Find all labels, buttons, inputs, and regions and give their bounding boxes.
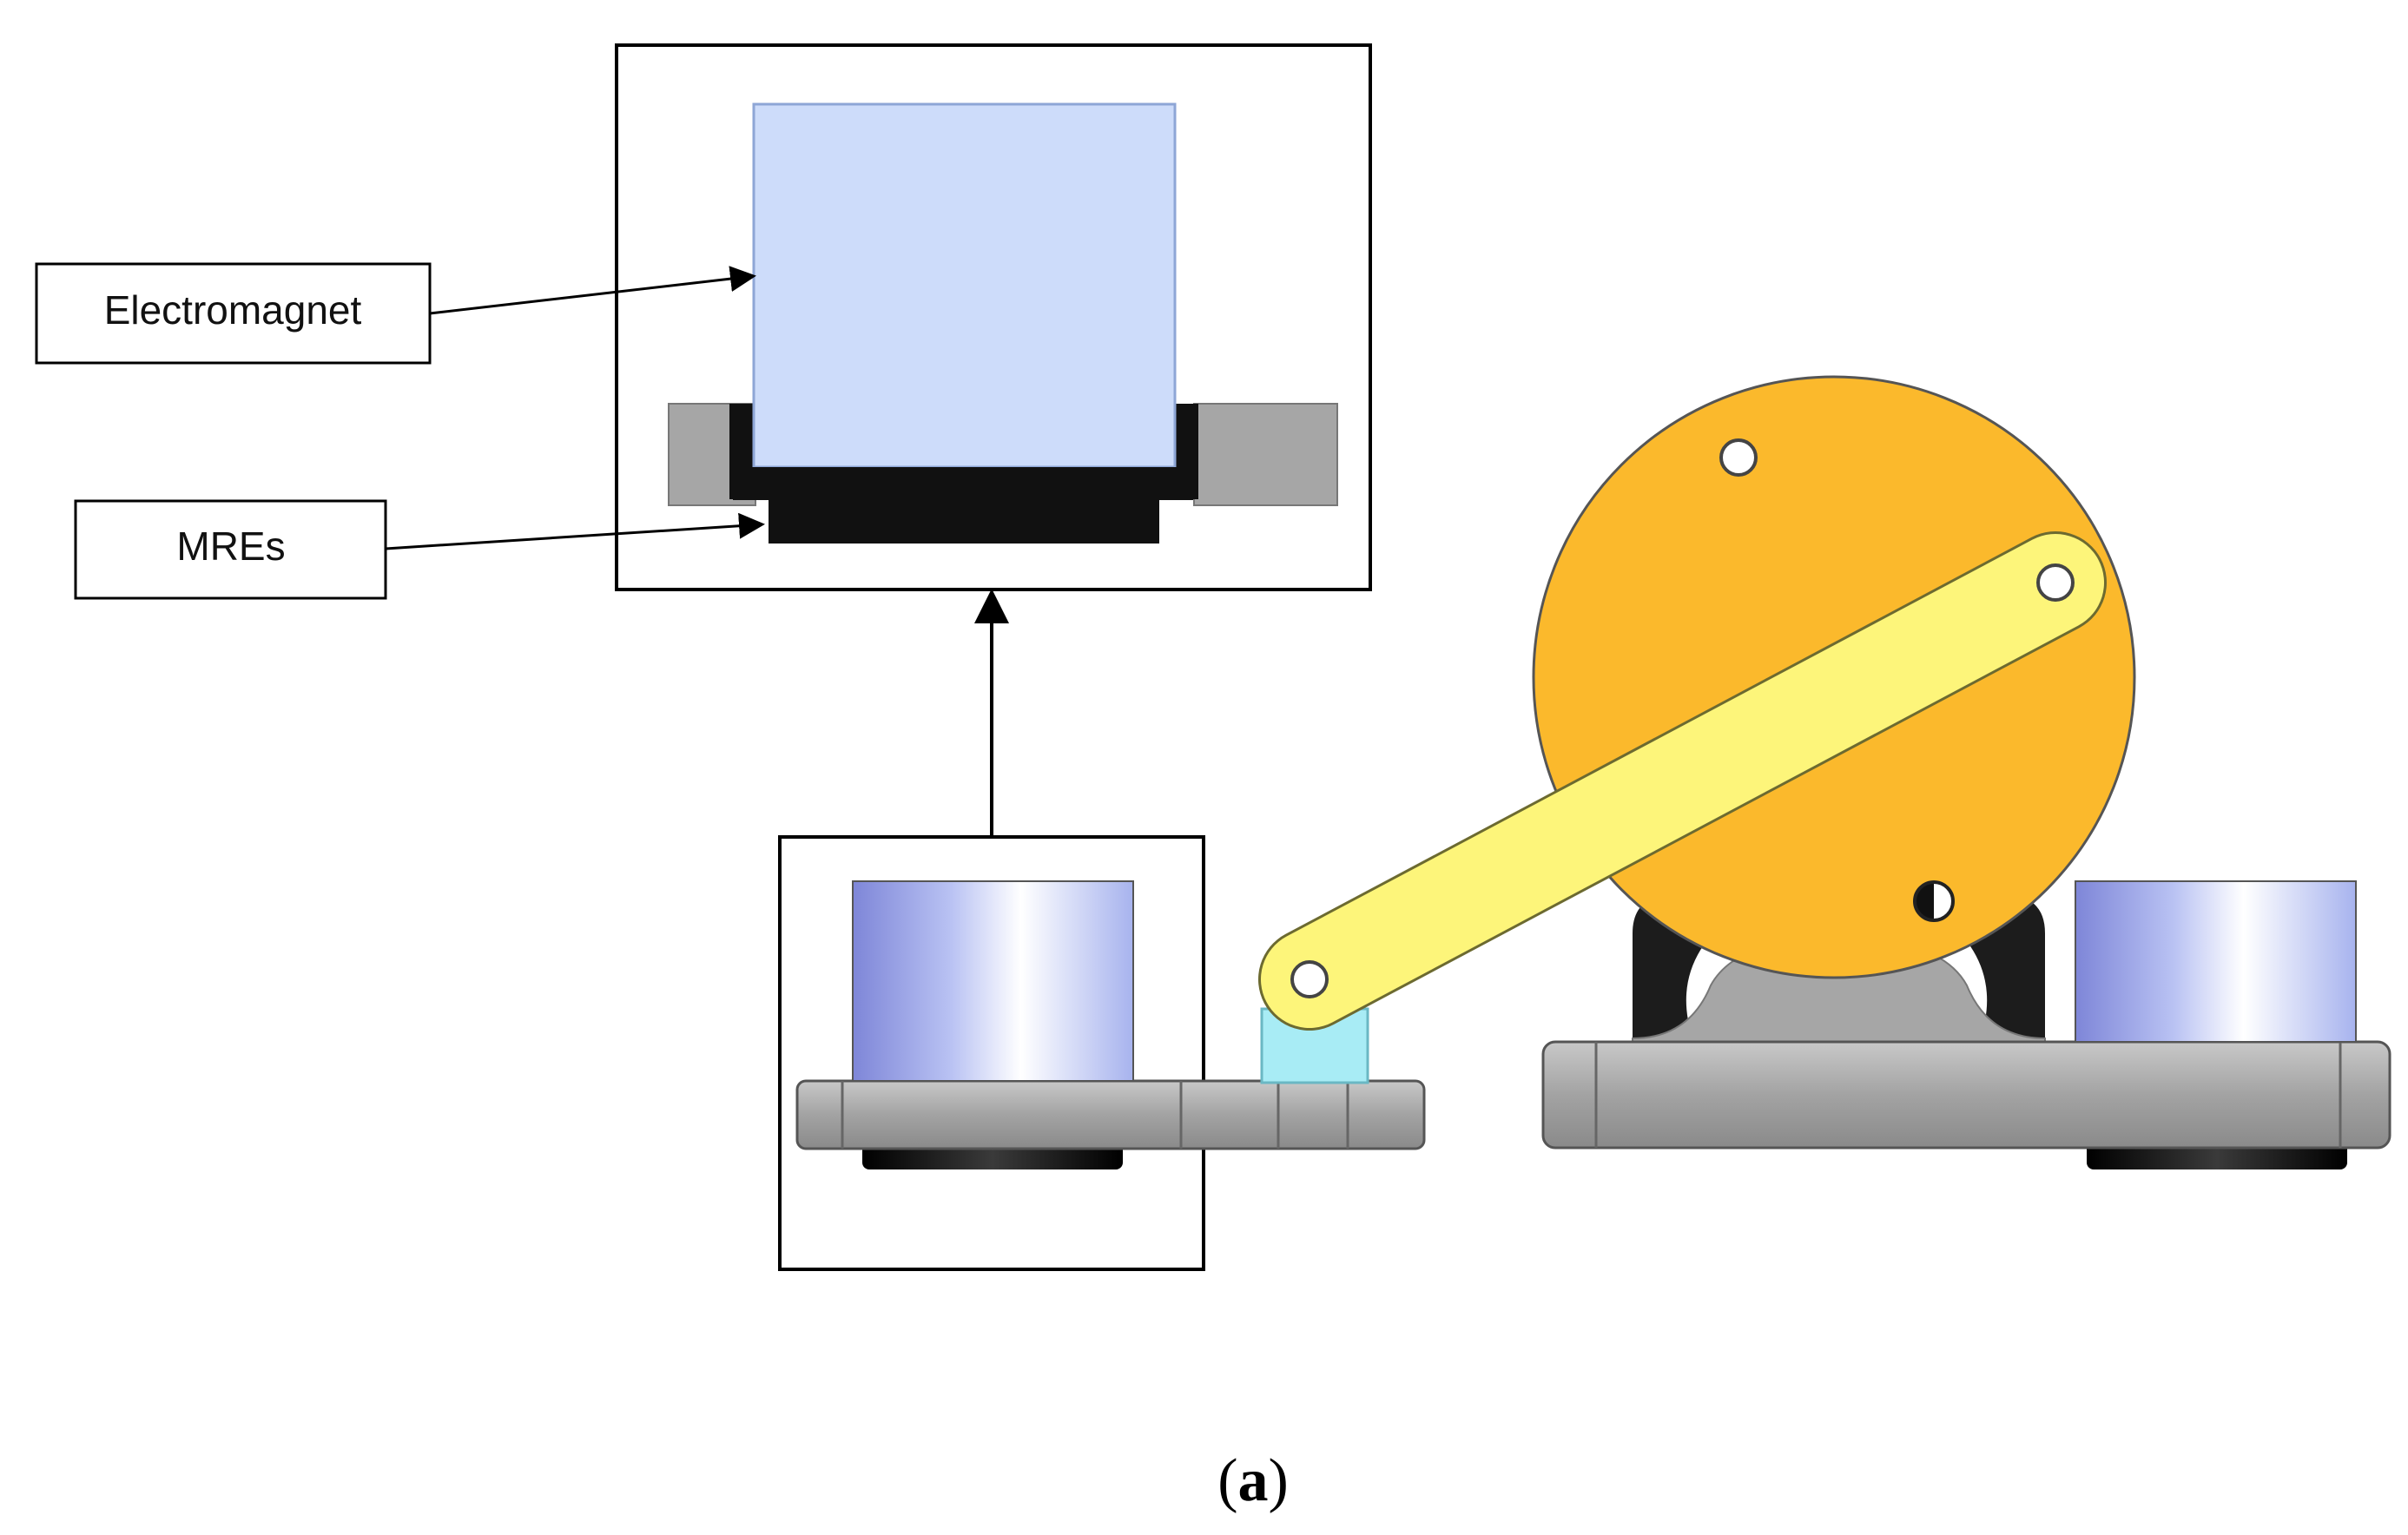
flywheel-hub-icon bbox=[1913, 880, 1955, 922]
electromagnet-leader-arrow bbox=[429, 266, 756, 315]
inset-mre-layer-bottom bbox=[769, 500, 1159, 544]
mres-label-box bbox=[74, 499, 387, 600]
crank-pivot-hole-left bbox=[1290, 960, 1329, 998]
caption-open-paren: ( bbox=[1217, 1447, 1237, 1514]
caption-letter: a bbox=[1238, 1447, 1269, 1514]
crank-arm bbox=[1258, 531, 2107, 1031]
crank-pivot-hole-right bbox=[2036, 563, 2075, 602]
callout-electromagnet: Electromagnet bbox=[35, 262, 756, 365]
mres-leader-arrow bbox=[385, 512, 765, 550]
flywheel-hole-top bbox=[1719, 438, 1758, 477]
caption-close-paren: ) bbox=[1269, 1447, 1289, 1514]
electromagnet-label: Electromagnet bbox=[104, 287, 362, 333]
callout-mres: MREs bbox=[74, 499, 765, 600]
inset-electromagnet bbox=[752, 102, 1177, 469]
selection-frame bbox=[778, 835, 1205, 1271]
figure-caption: (a) bbox=[1217, 1447, 1289, 1514]
inset-mre-layer-top bbox=[733, 467, 1193, 500]
left-base-plate bbox=[795, 1079, 1426, 1150]
right-electromagnet-cylinder bbox=[2075, 880, 2357, 1043]
inset-gray-plate-right bbox=[1193, 403, 1338, 506]
crank-arm-body bbox=[1261, 534, 2104, 1028]
zoom-inset bbox=[615, 43, 1372, 591]
electromagnet-label-box bbox=[35, 262, 432, 365]
right-base-plate bbox=[1541, 1040, 2392, 1150]
left-electromagnet-cylinder bbox=[852, 880, 1134, 1082]
mres-label: MREs bbox=[176, 524, 285, 569]
